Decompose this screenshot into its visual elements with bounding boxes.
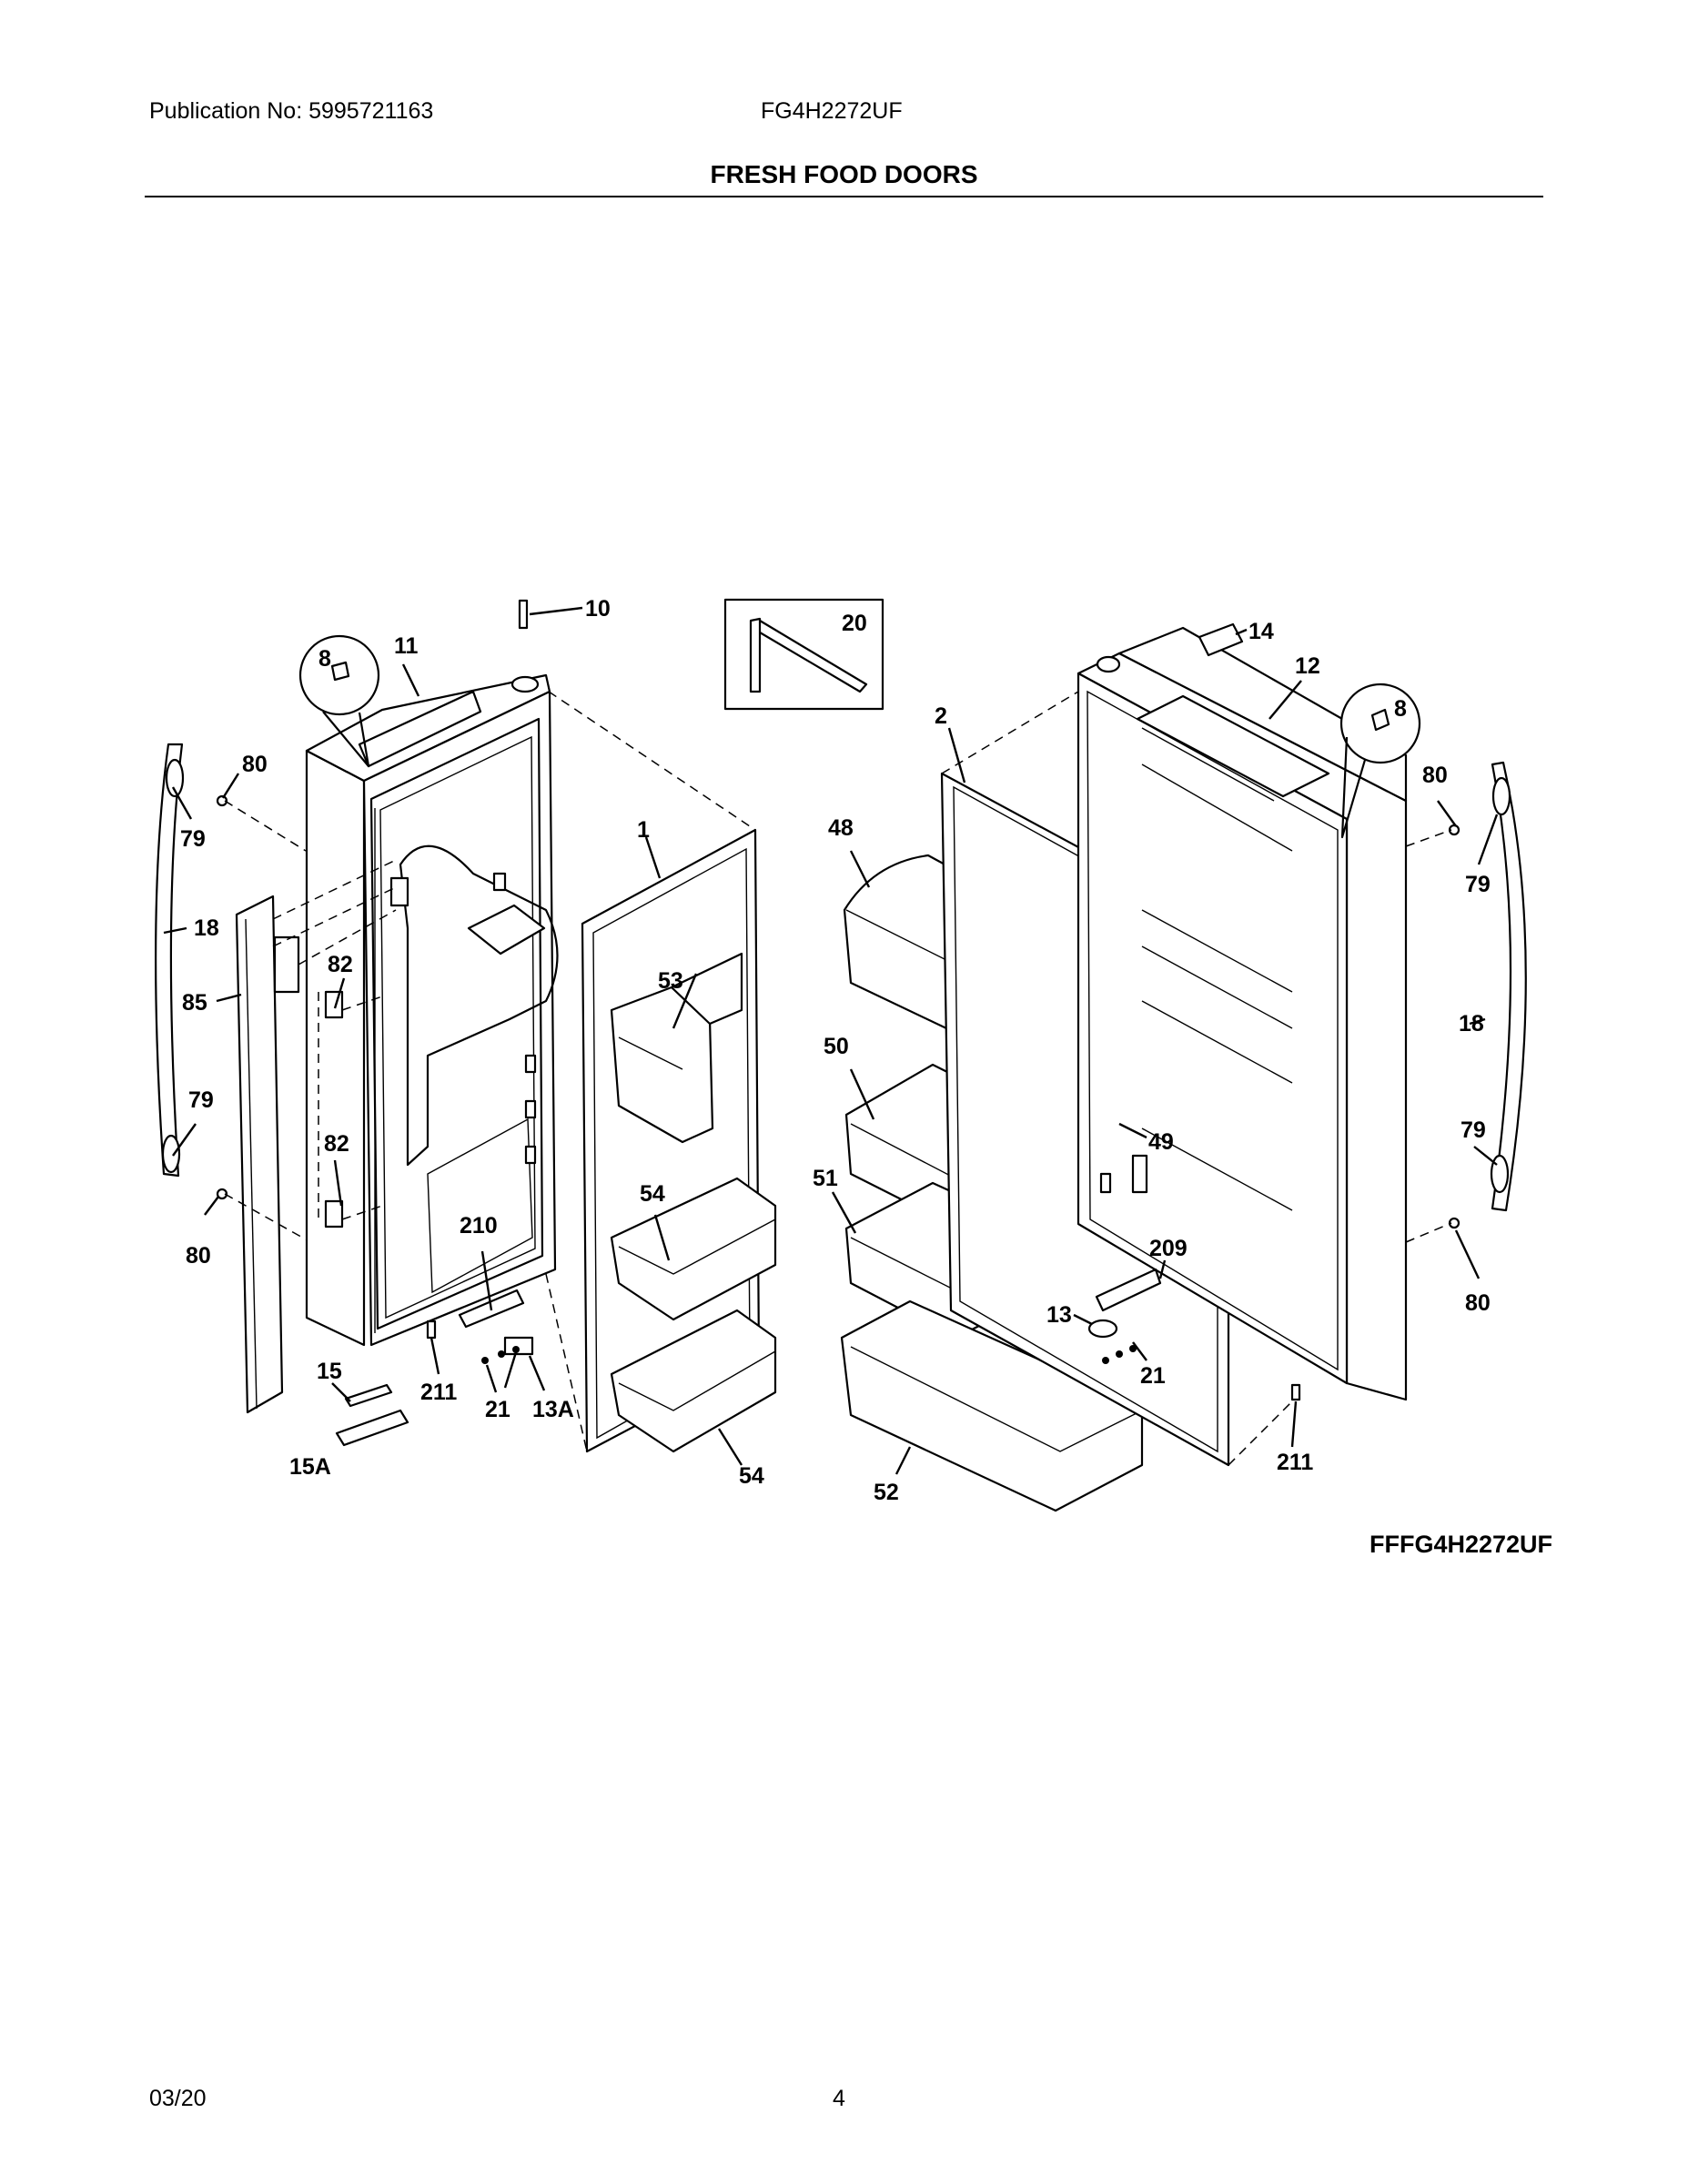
left-door-assembly <box>305 673 559 1347</box>
part-label-20: 20 <box>842 611 867 636</box>
right-door-assembly <box>1076 626 1408 1401</box>
part-label-48: 48 <box>828 815 854 841</box>
part-label-53: 53 <box>658 968 683 994</box>
part-label-12: 12 <box>1295 653 1320 679</box>
part-label-79-mid-right: 79 <box>1461 1117 1486 1143</box>
diagram-code: FFFG4H2272UF <box>1370 1531 1552 1558</box>
left-door-bins <box>610 952 777 1453</box>
part-label-14: 14 <box>1248 619 1274 644</box>
part-label-82-upper: 82 <box>328 952 353 977</box>
part-label-15A: 15A <box>289 1454 331 1480</box>
part-label-21-left: 21 <box>485 1397 510 1422</box>
part-label-82-lower: 82 <box>324 1131 349 1157</box>
model-number: FG4H2272UF <box>761 98 903 124</box>
part-label-2: 2 <box>935 703 947 729</box>
part-label-54-lower: 54 <box>739 1463 764 1489</box>
part-label-51: 51 <box>813 1166 838 1191</box>
right-door-handle <box>1491 761 1527 1212</box>
part-label-210: 210 <box>460 1213 498 1239</box>
part-label-10: 10 <box>585 596 611 622</box>
part-label-8-right: 8 <box>1394 696 1407 722</box>
part-label-11: 11 <box>394 633 419 659</box>
part-label-80-top-right: 80 <box>1422 763 1448 788</box>
part-label-209: 209 <box>1149 1236 1188 1261</box>
part-label-79-top-right: 79 <box>1465 872 1491 897</box>
part-label-52: 52 <box>874 1480 899 1505</box>
footer-date: 03/20 <box>149 2086 207 2111</box>
part-label-79-mid-left: 79 <box>188 1087 214 1113</box>
page-title: FRESH FOOD DOORS <box>710 160 978 188</box>
part-label-79-top-left: 79 <box>180 826 206 852</box>
part-label-1: 1 <box>637 817 650 843</box>
part-label-13: 13 <box>1046 1302 1072 1328</box>
part-number-labels: 10 20 14 8 11 12 8 2 80 79 1 48 80 79 18… <box>180 596 1552 1558</box>
part-label-211-right: 211 <box>1277 1450 1313 1475</box>
part-label-15: 15 <box>317 1359 342 1384</box>
part-label-18-left: 18 <box>194 915 219 941</box>
left-door-handle <box>155 743 184 1178</box>
part-label-50: 50 <box>824 1034 849 1059</box>
publication-number: Publication No: 5995721163 <box>149 98 434 124</box>
part-label-54-upper: 54 <box>640 1181 665 1207</box>
part-label-18-right: 18 <box>1459 1011 1484 1036</box>
assembly-lines <box>224 691 1452 1466</box>
part-label-13A: 13A <box>532 1397 574 1422</box>
part-label-85: 85 <box>182 990 207 1016</box>
part-label-80-bottom-right: 80 <box>1465 1290 1491 1316</box>
part-label-8-left: 8 <box>318 646 331 672</box>
part-label-49: 49 <box>1148 1129 1174 1155</box>
leader-lines <box>163 606 1499 1475</box>
header-rule <box>145 196 1543 197</box>
page-number: 4 <box>833 2086 845 2111</box>
part-label-211-left: 211 <box>420 1380 457 1405</box>
part-label-21-right: 21 <box>1140 1363 1166 1389</box>
part-label-80-bottom-left: 80 <box>186 1243 211 1269</box>
part-label-80-top-left: 80 <box>242 752 268 777</box>
